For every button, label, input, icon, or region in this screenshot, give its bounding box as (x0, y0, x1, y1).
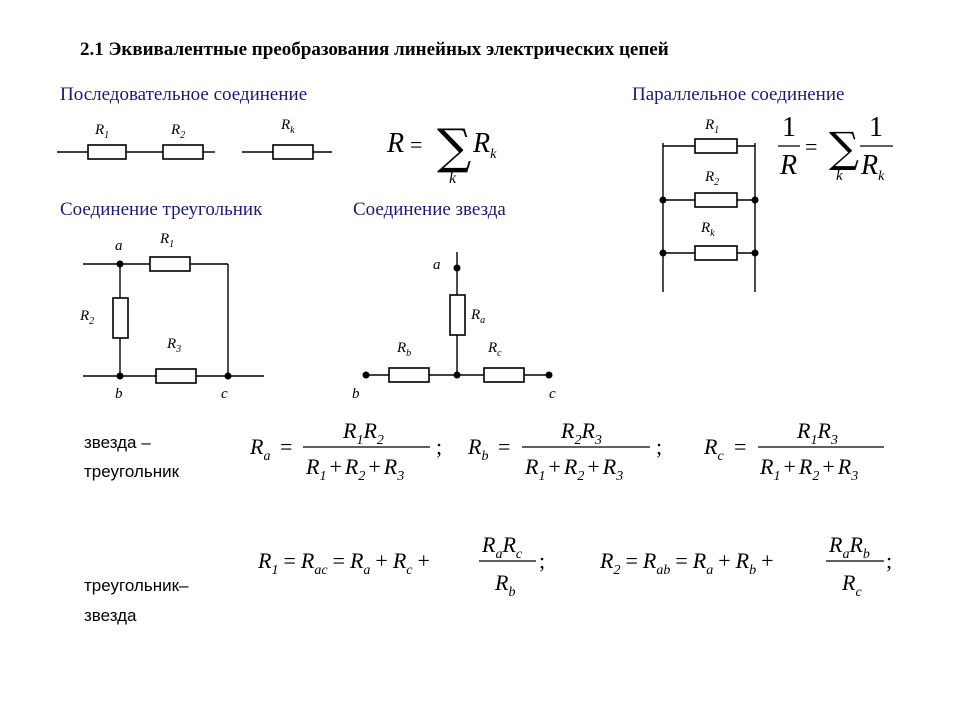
label-s-ra: Ra (470, 307, 485, 326)
node-s-b: b (352, 386, 360, 402)
node-b: b (115, 386, 123, 402)
label-star-triangle-1: звезда – (84, 433, 151, 452)
svg-text:R1+R2+R3: R1+R2+R3 (524, 454, 623, 484)
formula-r1: R1=Rac=Ra+Rc+ RaRc Rb ; (257, 532, 545, 600)
svg-text:;: ; (886, 548, 892, 573)
svg-text:R: R (779, 150, 797, 181)
label-t-r3: R3 (166, 336, 181, 355)
svg-text:RaRc: RaRc (481, 532, 523, 562)
svg-text:Rk: Rk (860, 150, 885, 184)
svg-text:Ra: Ra (249, 434, 270, 464)
heading-parallel: Параллельное соединение (632, 84, 844, 105)
svg-text:=: = (734, 434, 746, 459)
svg-text:R1R2: R1R2 (342, 418, 384, 448)
svg-text:RaRb: RaRb (828, 532, 870, 562)
svg-text:R: R (386, 128, 404, 159)
label-p-r1: R1 (704, 117, 719, 136)
resistor-s-rb (388, 367, 430, 383)
label-triangle-star-1: треугольник– (84, 576, 189, 595)
resistor-t-r3 (155, 368, 197, 384)
label-p-rk: Rk (700, 220, 715, 239)
resistor-r2 (162, 144, 204, 160)
svg-text:Rc: Rc (703, 434, 724, 464)
slide-title: 2.1 Эквивалентные преобразования линейны… (80, 39, 669, 60)
resistor-t-r1 (149, 256, 191, 272)
heading-series: Последовательное соединение (60, 84, 307, 105)
resistor-p-r2 (694, 192, 738, 208)
svg-text:=: = (498, 434, 510, 459)
svg-text:1: 1 (869, 112, 883, 143)
formula-rb: Rb = R2R3 R1+R2+R3 ; (467, 418, 662, 484)
svg-text:=: = (410, 132, 422, 157)
svg-text:R2=Rab=Ra+Rb+: R2=Rab=Ra+Rb+ (599, 548, 774, 578)
label-star-triangle-2: треугольник (84, 462, 180, 481)
resistor-t-r2 (112, 297, 129, 339)
svg-text:k: k (836, 168, 843, 184)
svg-text:=: = (280, 434, 292, 459)
formula-r2: R2=Rab=Ra+Rb+ RaRb Rc ; (599, 532, 892, 600)
svg-text:=: = (805, 134, 817, 159)
parallel-circuit: R1 R2 Rk (659, 117, 759, 292)
series-circuit: R1 R2 Rk (57, 117, 332, 160)
label-rk: Rk (280, 117, 295, 136)
label-s-rb: Rb (396, 340, 411, 359)
resistor-s-rc (483, 367, 525, 383)
label-t-r2: R2 (79, 308, 94, 327)
node-c: c (221, 386, 228, 402)
svg-text:R2R3: R2R3 (560, 418, 602, 448)
resistor-r1 (87, 144, 127, 160)
resistor-s-ra (449, 294, 466, 336)
node-a: a (115, 238, 123, 254)
svg-text:R1=Rac=Ra+Rc+: R1=Rac=Ra+Rc+ (257, 548, 430, 578)
label-r2: R2 (170, 122, 185, 141)
heading-triangle: Соединение треугольник (60, 199, 263, 220)
svg-text:;: ; (436, 434, 442, 459)
label-p-r2: R2 (704, 169, 719, 188)
formula-series: R = ∑ Rk k (386, 119, 497, 187)
node-s-a: a (433, 257, 441, 273)
resistor-p-rk (694, 245, 738, 261)
label-t-r1: R1 (159, 231, 174, 250)
svg-text:Rb: Rb (467, 434, 488, 464)
star-circuit: a b c Ra Rb Rc (352, 252, 556, 402)
label-r1: R1 (94, 122, 109, 141)
node-s-c: c (549, 386, 556, 402)
svg-text:R1+R2+R3: R1+R2+R3 (305, 454, 404, 484)
svg-text:k: k (449, 170, 457, 187)
svg-text:∑: ∑ (437, 119, 471, 175)
svg-text:∑: ∑ (829, 123, 859, 172)
svg-text:Rk: Rk (472, 128, 497, 162)
svg-text:Rb: Rb (494, 570, 515, 600)
svg-text:;: ; (539, 548, 545, 573)
heading-star: Соединение звезда (353, 199, 506, 220)
label-triangle-star-2: звезда (84, 606, 137, 625)
formula-parallel: 1 R = ∑ k 1 Rk (778, 112, 893, 184)
resistor-p-r1 (694, 138, 738, 154)
triangle-circuit: a b c R1 R2 R3 (79, 231, 264, 402)
svg-text:R1+R2+R3: R1+R2+R3 (759, 454, 858, 484)
label-s-rc: Rc (487, 340, 502, 359)
svg-text:R1R3: R1R3 (796, 418, 838, 448)
svg-text:;: ; (656, 434, 662, 459)
formula-ra: Ra = R1R2 R1+R2+R3 ; (249, 418, 442, 484)
formula-rc: Rc = R1R3 R1+R2+R3 (703, 418, 884, 484)
svg-text:Rc: Rc (841, 570, 862, 600)
resistor-rk (272, 144, 314, 160)
svg-text:1: 1 (782, 112, 796, 143)
